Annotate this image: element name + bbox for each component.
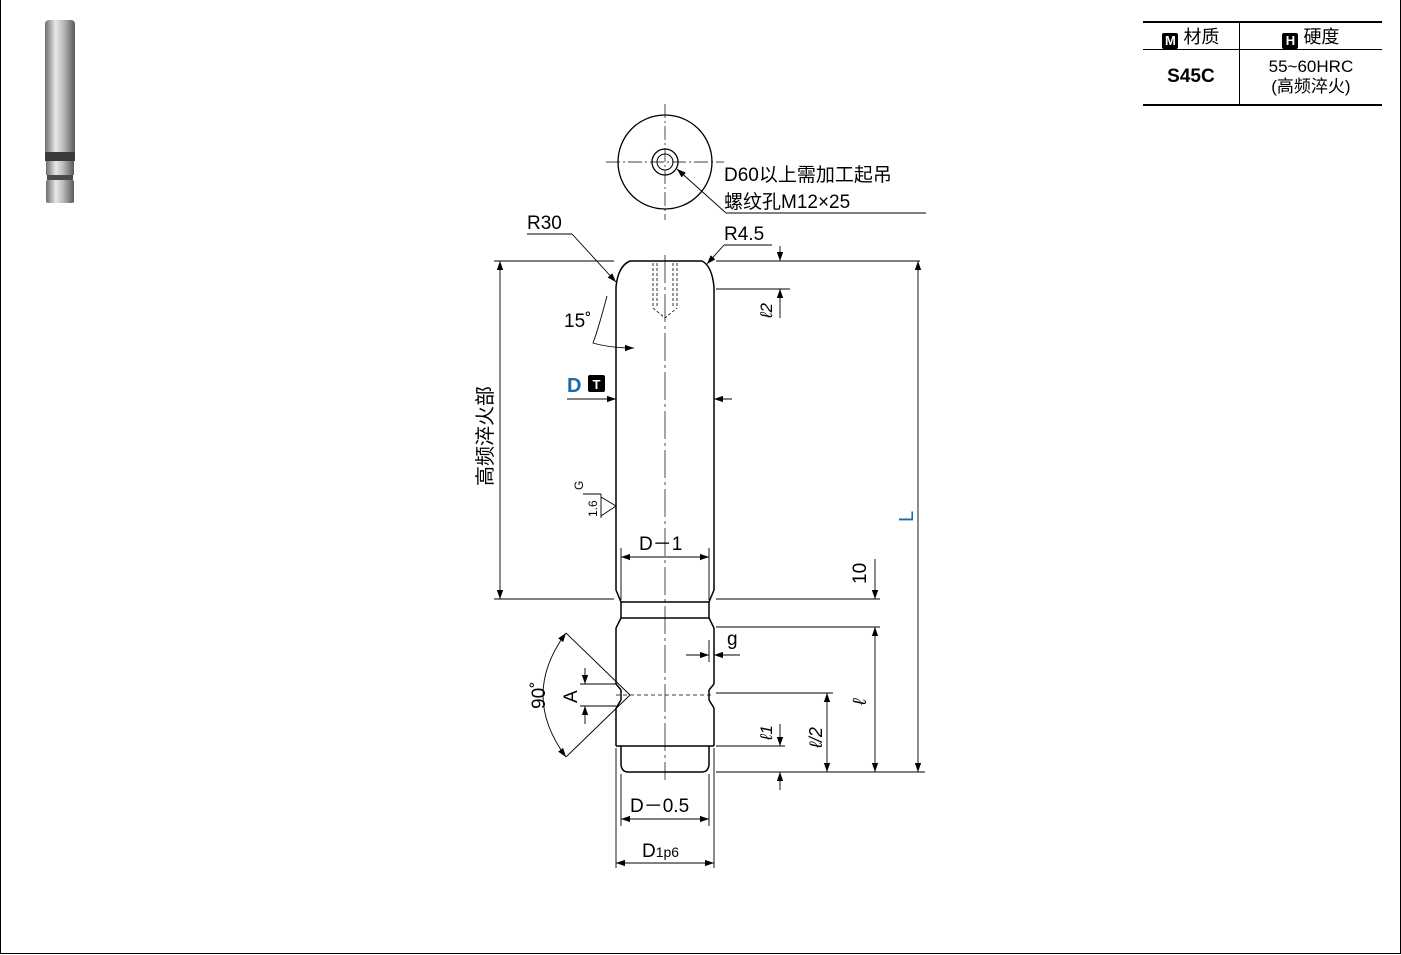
g-label: g: [727, 629, 738, 650]
l-total-label: L: [896, 511, 918, 522]
d-minus-05-dimension: [620, 774, 710, 826]
product-photo: [45, 20, 75, 203]
surface-finish-symbol: [583, 493, 617, 518]
hardened-zone-label: 高频淬火部: [474, 386, 497, 486]
a-label: A: [561, 690, 582, 703]
ten-label: 10: [850, 563, 871, 584]
d-minus-1-dimension: [620, 548, 710, 600]
r45-label: R4.5: [724, 224, 764, 245]
note-leader-arrow: [676, 168, 727, 214]
spec-value-row: S45C 55~60HRC (高频淬火): [1143, 49, 1382, 105]
ten-dimension: [716, 559, 880, 628]
r30-leader-arrow: [571, 233, 617, 283]
note-line-1: D60以上需加工起吊: [724, 164, 892, 186]
l1-label: ℓ1: [757, 725, 776, 741]
material-value: S45C: [1167, 65, 1215, 87]
d1p6-sub: 1p6: [656, 844, 680, 860]
angle-90-label: 90˚: [529, 682, 550, 709]
surface-value: 1.6: [586, 500, 600, 517]
d1p6-dimension: [615, 748, 715, 868]
top-view: [606, 104, 724, 220]
t-badge-label: T: [593, 377, 601, 392]
d1p6-main: D: [642, 841, 656, 862]
angle-15-label: 15˚: [564, 311, 591, 332]
l-total-dimension: [716, 261, 925, 773]
l-half-label: ℓ/2: [806, 727, 826, 749]
material-header-label: 材质: [1183, 27, 1220, 47]
angle-90-dimension: [542, 632, 631, 758]
t-badge-bg: [588, 375, 605, 392]
d-label: D: [567, 375, 581, 397]
g-dimension: [686, 640, 740, 662]
note-line-2: 螺纹孔M12×25: [724, 191, 850, 213]
l2-dimension: [716, 246, 920, 318]
hardened-zone-dimension: [494, 260, 614, 600]
d-minus-05-label: D－0.5: [630, 796, 689, 817]
d-minus-1-label: D－1: [639, 534, 682, 555]
tapped-hole: [652, 263, 678, 319]
l-label: ℓ: [850, 698, 871, 706]
material-badge: M: [1162, 33, 1179, 49]
l-half-dimension: [716, 692, 833, 772]
hardness-value-line-1: 55~60HRC: [1268, 56, 1354, 76]
r45-leader-arrow: [706, 244, 725, 265]
l1-dimension: [716, 724, 785, 790]
surface-grade: G: [572, 481, 586, 490]
hardness-badge: H: [1282, 33, 1299, 49]
hardness-value-line-2: (高频淬火): [1271, 76, 1351, 96]
l2-label: ℓ2: [757, 303, 776, 319]
hardness-header-label: 硬度: [1303, 27, 1340, 47]
d1p6-label: D1p6: [642, 841, 679, 862]
a-dimension: [580, 668, 616, 724]
r30-label: R30: [527, 213, 562, 234]
hardness-value: 55~60HRC (高频淬火): [1238, 49, 1382, 105]
angle-15-arc: [592, 295, 635, 352]
